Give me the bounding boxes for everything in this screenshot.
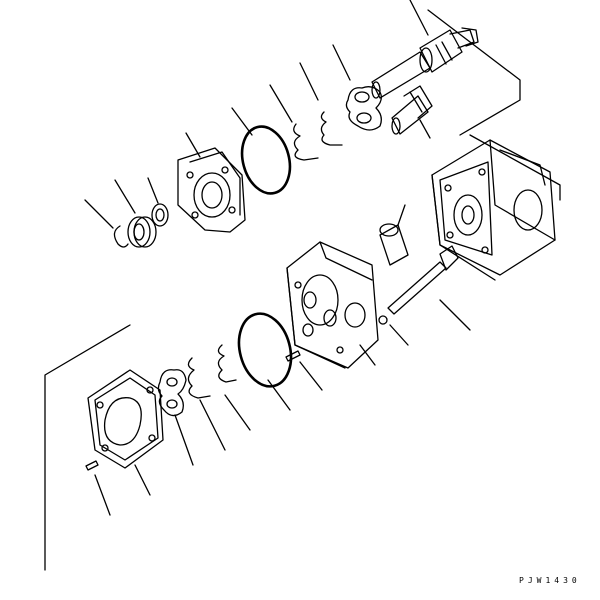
wear-plate-lower [157,369,187,417]
leader-lines [44,0,561,571]
bearing [127,216,157,248]
driven-gear [391,85,433,135]
wear-plate-upper [345,86,382,131]
washer [151,203,169,227]
seal-upper [293,111,343,161]
seal-lower [187,344,237,399]
dowel-pin-center [285,350,301,362]
dowel-pin-front [85,460,99,471]
o-ring-upper [240,125,292,195]
bushing [379,223,409,266]
front-cover [177,147,246,233]
snap-ring [113,225,129,248]
drawing-code: PJW1430 [519,576,581,585]
drive-shaft [371,27,479,99]
bolt [387,245,459,315]
o-ring-lower [237,312,293,388]
center-body [286,241,379,369]
bolt-washer [378,315,388,325]
front-body [87,369,164,469]
rear-pump-body [431,139,556,281]
